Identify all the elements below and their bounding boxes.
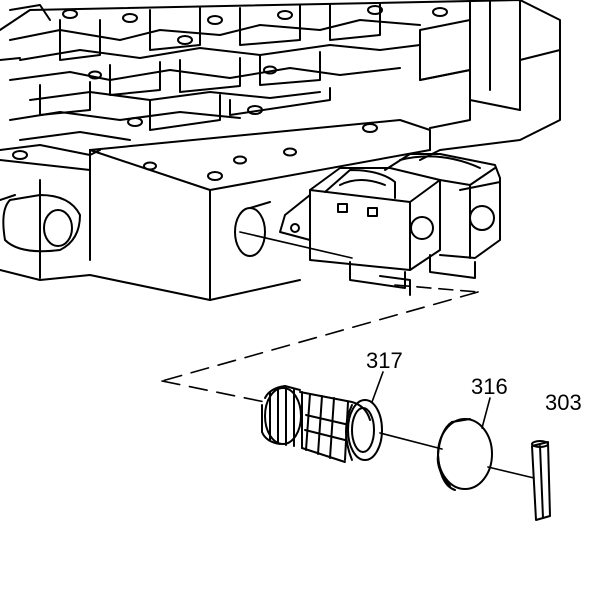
callout-317: 317 xyxy=(366,348,403,373)
callout-303: 303 xyxy=(545,390,582,415)
part-317-filter xyxy=(261,385,383,463)
explode-lines xyxy=(161,231,535,479)
part-303-roll-pin xyxy=(531,440,551,521)
solenoid-front xyxy=(279,167,441,296)
solenoid-rear xyxy=(384,153,501,279)
valve-body-casting xyxy=(0,0,561,301)
part-316-plug xyxy=(436,418,493,491)
callout-316: 316 xyxy=(471,374,508,399)
